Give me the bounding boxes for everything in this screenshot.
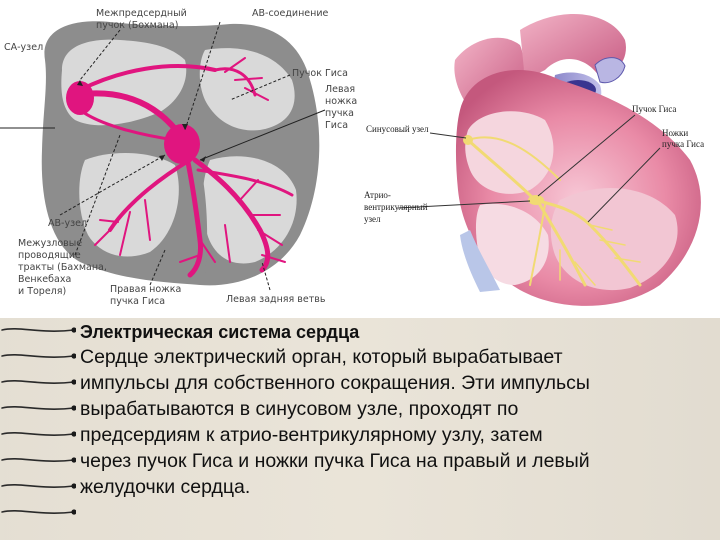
label-internodal-4: Венкебаха (18, 274, 71, 285)
left-heart-diagram: СА-узел Межпредсердный пучок (Бохмана) А… (0, 8, 357, 307)
label-av-node-right-2: вентрикулярный (364, 202, 428, 212)
vessel-stub-right (594, 57, 626, 84)
label-left-bundle-4: Гиса (325, 120, 348, 131)
av-node-dot (528, 195, 544, 205)
heart-conduction-figure: СА-узел Межпредсердный пучок (Бохмана) А… (0, 8, 704, 307)
sinus-node-dot (463, 135, 473, 145)
label-sa-node: СА-узел (4, 42, 43, 53)
label-internodal-1: Межузловые (18, 238, 82, 249)
label-bundle-branches-1: Ножки (662, 128, 688, 138)
caption-title: Электрическая система сердца (80, 322, 360, 342)
label-av-node-right-3: узел (364, 214, 381, 224)
right-atrium-inner (465, 111, 554, 194)
label-internodal-3: тракты (Бахмана, (18, 262, 107, 273)
caption-panel: Электрическая система сердца Сердце элек… (0, 318, 720, 540)
label-his-bundle-right: Пучок Гиса (632, 104, 676, 114)
label-left-posterior-branch: Левая задняя ветвь (226, 294, 326, 305)
label-av-node: АВ-узел (48, 218, 87, 229)
label-internodal-2: проводящие (18, 250, 81, 261)
left-leader-lines (0, 21, 326, 291)
left-conduction-system (72, 57, 294, 278)
label-right-bundle-2: пучка Гиса (110, 296, 165, 307)
label-interatrial-bundle-1: Межпредсердный (96, 8, 187, 19)
label-bundle-branches-2: пучка Гиса (662, 139, 704, 149)
label-left-bundle-3: пучка (325, 108, 354, 119)
right-conduction-system (466, 136, 642, 287)
label-av-junction: АВ-соединение (252, 8, 329, 19)
right-ventricle-inner (475, 203, 549, 285)
caption-body: Сердце электрический орган, который выра… (80, 346, 590, 498)
right-heart-diagram: Синусовый узел Пучок Гиса Ножки пучка Ги… (364, 13, 704, 306)
label-av-node-right-1: Атрио- (364, 190, 391, 200)
sa-node-blob (66, 81, 94, 115)
label-sinus-node: Синусовый узел (366, 124, 429, 134)
label-right-bundle-1: Правая ножка (110, 284, 181, 295)
left-arrowheads (77, 80, 206, 162)
av-node-blob (164, 124, 200, 164)
label-left-bundle-1: Левая (325, 84, 355, 95)
right-leader-lines (397, 114, 661, 223)
label-his-bundle: Пучок Гиса (292, 68, 348, 79)
label-internodal-5: и Тореля) (18, 286, 66, 297)
label-interatrial-bundle-2: пучок (Бохмана) (96, 20, 178, 31)
left-ventricle-inner (550, 188, 678, 291)
inferior-vena-cava (460, 230, 500, 292)
label-left-bundle-2: ножка (325, 96, 357, 107)
decorative-wire-strip (1, 327, 76, 515)
